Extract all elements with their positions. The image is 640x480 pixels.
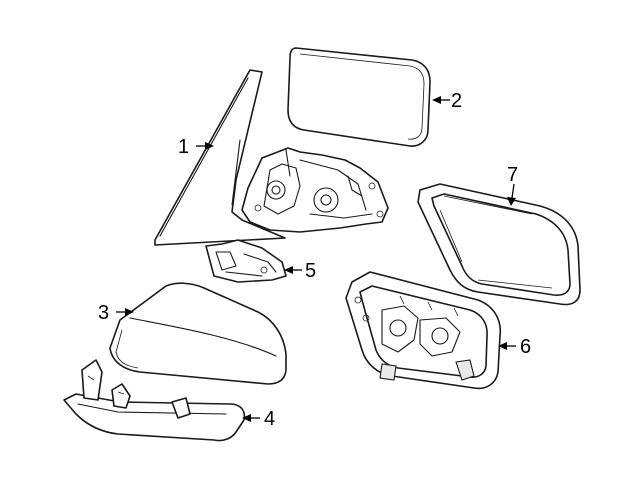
mirror-housing-part[interactable] xyxy=(345,271,502,390)
bracket-clip-part[interactable] xyxy=(205,239,287,283)
mirror-glass-part[interactable] xyxy=(287,47,431,147)
callout-5: 5 xyxy=(284,260,316,282)
callout-label-4: 4 xyxy=(264,408,275,430)
callout-1: 1 xyxy=(178,136,214,158)
callout-label-5: 5 xyxy=(305,260,316,282)
mirror-assembly-part[interactable] xyxy=(154,69,389,246)
trim-ring-part[interactable] xyxy=(417,183,581,306)
lower-cover-part[interactable] xyxy=(63,359,246,442)
callout-label-2: 2 xyxy=(451,90,462,112)
callout-label-7: 7 xyxy=(507,164,518,186)
callout-label-3: 3 xyxy=(98,302,109,324)
callout-7: 7 xyxy=(507,164,518,206)
mirror-cover-part[interactable] xyxy=(109,282,287,385)
callout-label-6: 6 xyxy=(520,336,531,358)
callout-6: 6 xyxy=(498,336,531,358)
callout-2: 2 xyxy=(432,90,462,112)
callout-label-1: 1 xyxy=(178,136,189,158)
callout-4: 4 xyxy=(242,408,275,430)
callout-3: 3 xyxy=(98,302,134,324)
